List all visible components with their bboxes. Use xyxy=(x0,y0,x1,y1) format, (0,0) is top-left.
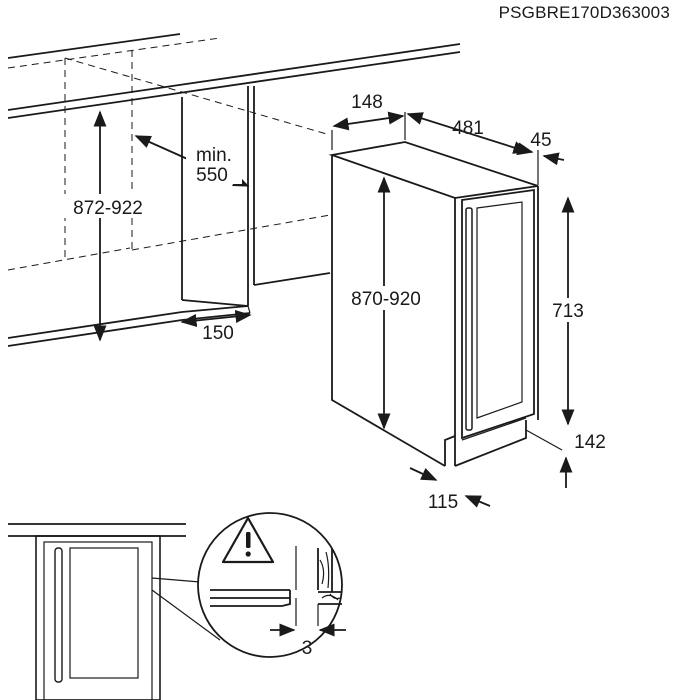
appliance-height-dimension: 870-920 xyxy=(340,176,430,430)
warning-triangle-icon xyxy=(221,516,275,564)
cabinet-height-dimension: 872-922 xyxy=(62,110,154,342)
wine-cooler xyxy=(328,141,539,467)
front-view-detail xyxy=(8,523,221,700)
document-code: PSGBRE170D363003 xyxy=(499,3,670,22)
cabinet-height-label: 872-922 xyxy=(73,198,143,219)
door-gap-detail xyxy=(197,512,343,658)
niche-min-label: min. xyxy=(196,145,232,166)
plinth-recess-label: 115 xyxy=(428,492,458,513)
plinth-depth-dimension: 150 xyxy=(180,310,252,344)
niche-min-value: 550 xyxy=(196,165,228,186)
door-height-dimension: 713 xyxy=(546,196,592,426)
door-offset-label: 45 xyxy=(530,130,551,151)
door-gap-label: 3 xyxy=(302,638,313,659)
plinth-height-dimension: 142 xyxy=(525,429,606,488)
top-depth-dimensions: 148 481 45 xyxy=(331,92,565,185)
top-depth-main-label: 481 xyxy=(452,118,484,139)
niche-width-dimension: min. 550 xyxy=(134,135,250,187)
door-height-label: 713 xyxy=(552,301,584,322)
top-depth-left-label: 148 xyxy=(351,92,383,113)
door-handle xyxy=(465,207,473,431)
door-gap-dimension: 3 xyxy=(270,623,346,659)
plinth-height-label: 142 xyxy=(574,432,606,453)
plinth-recess-dimension: 115 xyxy=(409,467,491,513)
appliance-height-label: 870-920 xyxy=(351,289,421,310)
plinth-depth-label: 150 xyxy=(202,323,234,344)
